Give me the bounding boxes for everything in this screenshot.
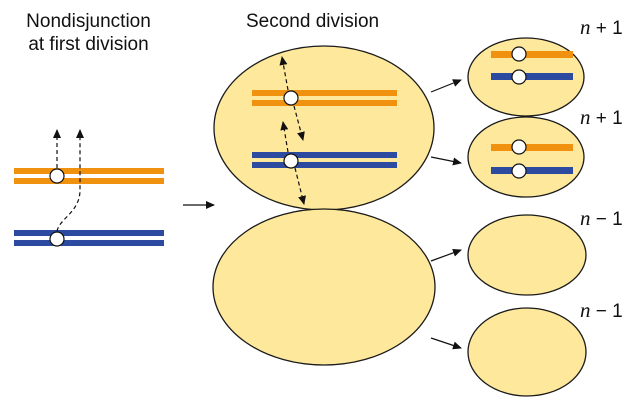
arrow-to-gamete-3 xyxy=(430,248,462,262)
ploidy-label-gamete-1: n + 1 xyxy=(580,15,623,39)
gamete-3 xyxy=(467,214,587,296)
orange-chromosome-pair xyxy=(14,168,164,184)
ploidy-label-gamete-2: n + 1 xyxy=(580,105,623,129)
spindle-arrow-blue-up xyxy=(280,121,289,153)
spindle-arrow-orange-up xyxy=(279,56,289,91)
gamete-2 xyxy=(467,116,585,198)
top-cell-blue-chromosome xyxy=(252,152,397,169)
gametes xyxy=(467,37,587,397)
centromere-blue-left xyxy=(49,231,65,247)
ploidy-label-gamete-4: n − 1 xyxy=(580,298,623,322)
gamete-2-chromosomes xyxy=(491,139,573,179)
blue-migration-arrow xyxy=(56,129,84,232)
top-cell-orange-chromosome xyxy=(252,90,397,106)
first-division-label: Nondisjunction at first division xyxy=(6,10,171,56)
spindle-arrow-orange-down xyxy=(293,105,305,141)
arrow-to-gamete-1 xyxy=(430,79,462,93)
second-division-cell-bottom xyxy=(212,208,436,366)
first-division-chromosomes xyxy=(14,129,164,247)
second-division-label: Second division xyxy=(246,11,380,32)
second-division-cell-top xyxy=(213,45,435,211)
gamete-4 xyxy=(467,307,587,397)
second-division-cells xyxy=(212,45,436,366)
spindle-arrow-blue-down xyxy=(294,167,306,205)
centromere-orange-left xyxy=(49,168,65,184)
blue-chromosome-pair xyxy=(14,230,164,247)
ploidy-label-gamete-3: n − 1 xyxy=(580,206,623,230)
first-division-label-line2: at first division xyxy=(28,34,149,55)
arrow-to-gamete-4 xyxy=(430,337,462,350)
gamete-1-chromosomes xyxy=(491,46,573,85)
first-division-label-line1: Nondisjunction xyxy=(26,11,151,32)
arrow-to-gamete-2 xyxy=(430,156,462,166)
